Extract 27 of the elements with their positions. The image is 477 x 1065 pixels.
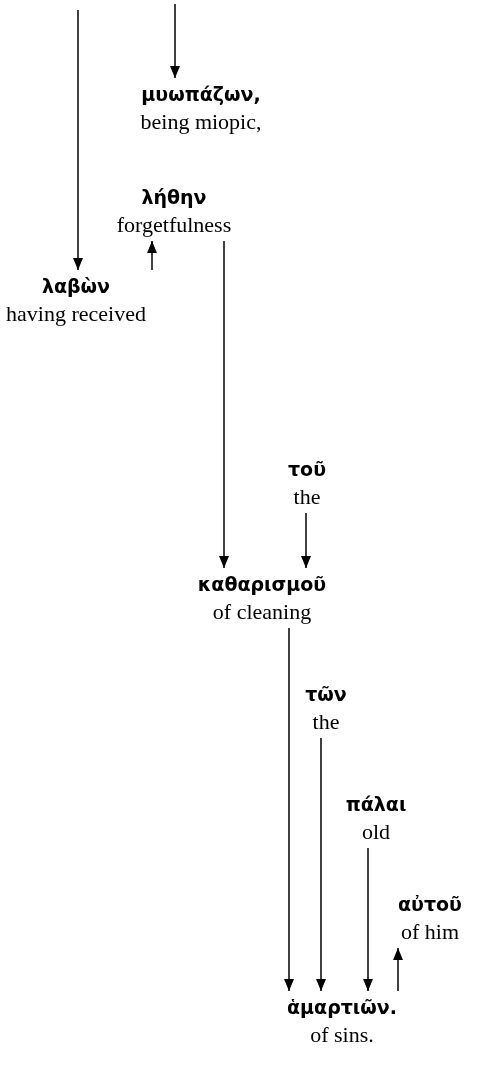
arrow bbox=[363, 847, 373, 992]
greek-word: μυωπάζων, bbox=[141, 82, 261, 107]
arrow bbox=[316, 737, 326, 992]
english-gloss: the bbox=[312, 708, 340, 736]
arrow bbox=[393, 947, 403, 992]
arrow bbox=[219, 240, 229, 569]
english-gloss: having received bbox=[6, 300, 146, 328]
arrow bbox=[301, 512, 311, 569]
greek-word: τοῦ bbox=[288, 457, 326, 482]
english-gloss: the bbox=[293, 483, 321, 511]
greek-word: πάλαι bbox=[345, 792, 407, 817]
english-gloss: of cleaning bbox=[212, 598, 312, 626]
arrow bbox=[170, 3, 180, 79]
greek-word: ἁμαρτιῶν. bbox=[287, 995, 397, 1020]
arrow bbox=[147, 240, 157, 271]
english-gloss: of him bbox=[400, 918, 460, 946]
greek-word: λαβὼν bbox=[41, 274, 111, 299]
greek-word: καθαρισμοῦ bbox=[197, 572, 327, 597]
english-gloss: old bbox=[361, 818, 391, 846]
arrow bbox=[73, 9, 83, 271]
english-gloss: being miopic, bbox=[140, 108, 262, 136]
greek-word: αὐτοῦ bbox=[398, 892, 462, 917]
greek-word: λήθην bbox=[141, 185, 207, 210]
english-gloss: of sins. bbox=[310, 1021, 374, 1049]
arrow bbox=[284, 627, 294, 992]
english-gloss: forgetfulness bbox=[116, 211, 232, 239]
greek-word: τῶν bbox=[305, 682, 347, 707]
